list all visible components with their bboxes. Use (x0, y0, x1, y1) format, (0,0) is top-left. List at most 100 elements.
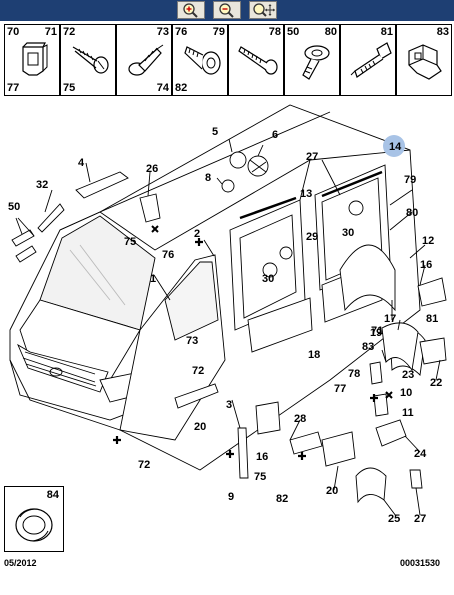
callout[interactable]: 5 (212, 126, 218, 138)
callout-26[interactable]: 27 (414, 513, 426, 525)
legend-label: 50 (287, 26, 300, 38)
footer-code: 00031530 (400, 558, 441, 568)
legend-label: 72 (63, 26, 76, 38)
part-22 (375, 419, 407, 447)
callout[interactable]: 78 (348, 368, 360, 380)
zoom-fit-icon (253, 3, 275, 17)
callout[interactable]: 29 (306, 231, 318, 243)
callout[interactable]: 75 (124, 236, 136, 248)
inset-label: 84 (46, 489, 59, 501)
part-28 (255, 401, 281, 435)
legend-cell[interactable]: 83 (396, 24, 452, 96)
callout-20[interactable]: 20 (326, 485, 338, 497)
seal-ring-icon (15, 508, 53, 542)
clip-icon (22, 42, 48, 76)
callout[interactable]: 10 (400, 387, 412, 399)
part-5 (229, 151, 247, 169)
inset-box[interactable]: 84 (4, 486, 64, 552)
callout[interactable]: 27 (306, 151, 318, 163)
legend-label: 83 (436, 26, 449, 38)
callout[interactable]: 13 (300, 188, 312, 200)
callout[interactable]: 18 (308, 349, 320, 361)
callout[interactable]: 79 (404, 174, 416, 186)
callout[interactable]: 83 (362, 341, 374, 353)
legend-cell[interactable]: 78 (228, 24, 284, 96)
callout[interactable]: 8 (205, 172, 211, 184)
callout-16[interactable]: 16 (256, 451, 268, 463)
push-rivet-icon (128, 44, 164, 76)
part-8 (221, 179, 235, 193)
callout[interactable]: 12 (422, 235, 434, 247)
legend-cell[interactable]: 70 71 77 (4, 24, 60, 96)
callout[interactable]: 32 (36, 179, 48, 191)
part-4 (75, 171, 129, 199)
legend-label: 70 (7, 26, 20, 38)
callout[interactable]: 6 (272, 129, 278, 141)
wheel-arch-liner (339, 244, 396, 312)
callout[interactable]: 4 (78, 157, 85, 169)
zoom-out-button[interactable] (213, 1, 241, 19)
legend-label: 77 (7, 82, 20, 94)
door-window (164, 261, 219, 341)
bolt-icon (350, 42, 392, 78)
callout[interactable]: 75 (254, 471, 266, 483)
callout[interactable]: 24 (414, 448, 427, 460)
legend-cell[interactable]: 81 (340, 24, 396, 96)
exploded-diagram: 14 5 6 8 4 26 32 50 27 79 13 80 75 2 79 … (8, 104, 447, 525)
lower-panel-front (247, 297, 313, 353)
callout[interactable]: 80 (406, 207, 418, 219)
part-25 (139, 193, 161, 223)
highlight-label: 14 (389, 141, 402, 153)
part-24 (381, 322, 419, 372)
legend-label: 71 (44, 26, 57, 38)
callout[interactable]: 17 (384, 313, 396, 325)
callout[interactable]: 30 (342, 227, 354, 239)
callout[interactable]: 11 (402, 407, 414, 419)
callout[interactable]: 16 (420, 259, 432, 271)
zoom-in-button[interactable] (177, 1, 205, 19)
callout[interactable]: 3 (226, 399, 232, 411)
screw-icon (238, 46, 278, 75)
callout[interactable]: 76 (162, 249, 174, 261)
callout[interactable]: 19 (370, 327, 382, 339)
callout[interactable]: 2 (194, 228, 200, 240)
callout[interactable]: 28 (294, 413, 306, 425)
screw-icon (72, 46, 109, 74)
callout[interactable]: 81 (426, 313, 438, 325)
zoom-out-icon (219, 3, 234, 18)
legend-cell[interactable]: 76 79 82 (172, 24, 228, 96)
callout[interactable]: 71 (371, 325, 383, 337)
callout[interactable]: 50 (8, 201, 20, 213)
legend-label: 81 (380, 26, 393, 38)
callout[interactable]: 82 (276, 493, 288, 505)
callout[interactable]: 23 (402, 369, 414, 381)
zoom-fit-button[interactable] (249, 1, 277, 19)
callout-21[interactable]: 25 (388, 513, 400, 525)
callout[interactable]: 9 (228, 491, 234, 503)
callout[interactable]: 26 (146, 163, 158, 175)
legend-label: 80 (324, 26, 337, 38)
part-9 (237, 427, 249, 479)
part-11 (373, 393, 389, 417)
callout[interactable]: 77 (334, 383, 346, 395)
zoom-in-icon (183, 3, 198, 18)
callout[interactable]: 73 (186, 335, 198, 347)
callout[interactable]: 1 (150, 273, 156, 285)
legend-cell[interactable]: 73 74 (116, 24, 172, 96)
callout[interactable]: 22 (430, 377, 442, 389)
part-16 (289, 431, 323, 455)
windshield (39, 215, 156, 331)
legend-cell[interactable]: 72 75 (60, 24, 116, 96)
callout[interactable]: 72 (138, 459, 150, 471)
callout-30-front[interactable]: 30 (262, 273, 274, 285)
callout[interactable]: 72 (192, 365, 204, 377)
legend-cell[interactable]: 50 80 (284, 24, 340, 96)
toolbar (0, 0, 454, 21)
roof-moulding (239, 170, 383, 220)
legend-label: 76 (175, 26, 188, 38)
part-26 (409, 469, 423, 489)
part-23 (419, 337, 447, 365)
legend-label: 74 (156, 82, 169, 94)
part-30 (279, 246, 293, 260)
callout[interactable]: 20 (194, 421, 206, 433)
